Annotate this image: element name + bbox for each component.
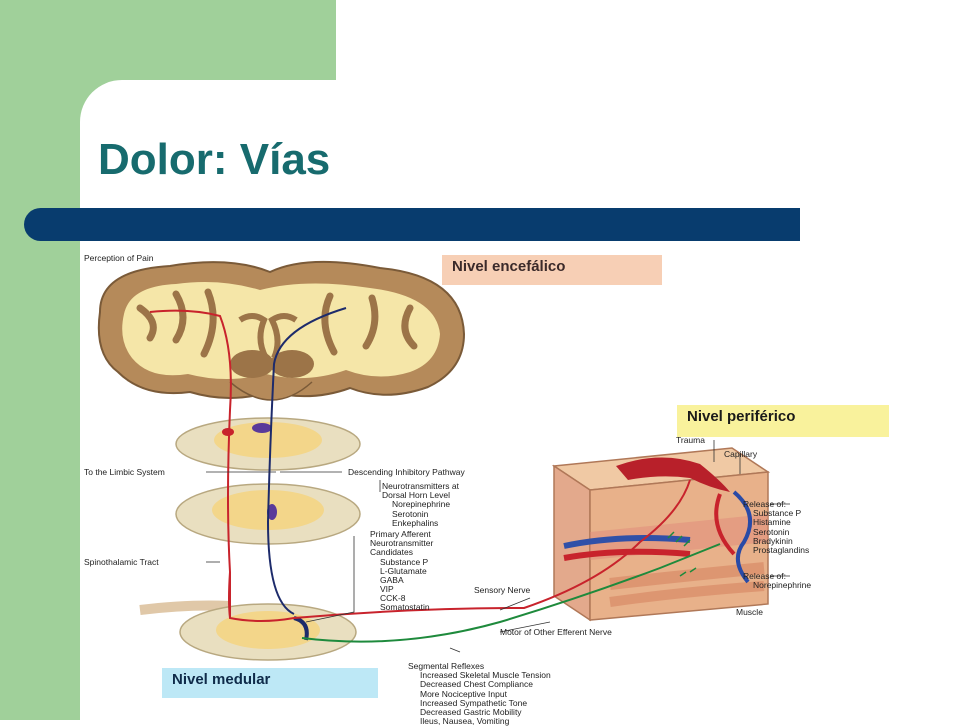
sympathetic-release-list: Release of: Norepinephrine bbox=[743, 571, 812, 591]
descending-inhibitory-path bbox=[266, 307, 347, 615]
brain-illustration bbox=[97, 260, 466, 401]
muscle-label: Muscle bbox=[736, 607, 763, 617]
segmental-reflexes-list: Segmental Reflexes Increased Skeletal Mu… bbox=[408, 661, 551, 726]
pathway-illustration bbox=[97, 260, 790, 661]
peripheral-tissue-block bbox=[551, 447, 771, 622]
title-divider-bar bbox=[24, 208, 800, 241]
sensory-nerve-label: Sensory Nerve bbox=[474, 585, 531, 595]
nivel-periferico-tag: Nivel periférico bbox=[677, 405, 889, 437]
perception-of-pain-label: Perception of Pain bbox=[84, 253, 154, 263]
nivel-encefalico-tag: Nivel encefálico bbox=[442, 255, 662, 285]
label-leader-lines bbox=[206, 440, 790, 653]
slide-title: Dolor: Vías bbox=[98, 135, 331, 184]
primary-afferent-candidates: Primary Afferent Neurotransmitter Candid… bbox=[370, 529, 434, 613]
limbic-system-label: To the Limbic System bbox=[84, 467, 165, 477]
pain-pathways-diagram: Nivel encefálico Nivel periférico Nivel … bbox=[80, 242, 889, 726]
motor-nerve-label: Motor of Other Efferent Nerve bbox=[500, 627, 612, 637]
spinal-cord-section-upper bbox=[175, 417, 361, 471]
motor-end-plates bbox=[667, 531, 697, 577]
afferent-pain-path bbox=[149, 309, 691, 622]
descending-pathway-label: Descending Inhibitory Pathway bbox=[348, 467, 465, 477]
spinal-cord-section-lower bbox=[139, 600, 357, 661]
motor-efferent-path bbox=[301, 543, 721, 643]
capillary-label: Capillary bbox=[724, 449, 758, 459]
nivel-medular-tag: Nivel medular bbox=[162, 668, 378, 698]
peripheral-release-list: Release of: Substance P Histamine Seroto… bbox=[743, 499, 810, 555]
dorsal-horn-neurotransmitters: Neurotransmitters at Dorsal Horn Level N… bbox=[382, 481, 459, 528]
spinothalamic-tract-label: Spinothalamic Tract bbox=[84, 557, 159, 567]
trauma-label: Trauma bbox=[676, 435, 705, 445]
